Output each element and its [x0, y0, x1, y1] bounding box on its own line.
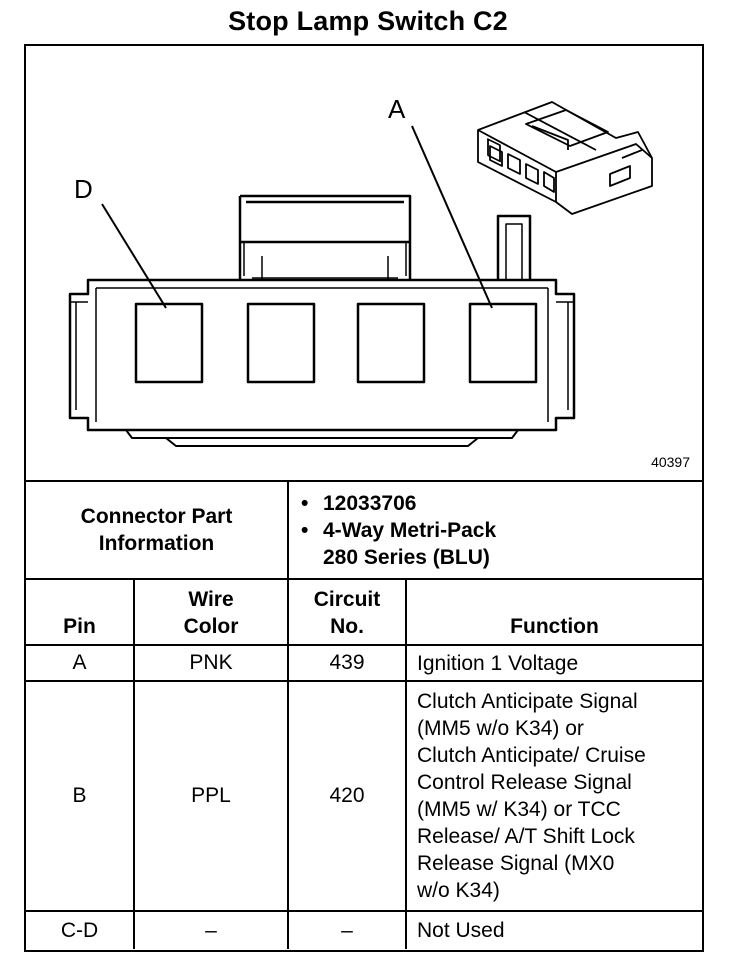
header-circuit: Circuit No. — [287, 578, 407, 646]
table-row: C-D – – Not Used — [26, 910, 702, 949]
header-wire-color: Wire Color — [133, 578, 289, 646]
function-cell: Ignition 1 Voltage — [405, 644, 702, 682]
connector-info-label: Connector Part Information — [26, 480, 289, 580]
circuit-cell: 420 — [287, 680, 407, 912]
function-cell: Not Used — [405, 910, 702, 949]
header-function: Function — [405, 578, 702, 646]
connector-drawing: A D — [68, 94, 653, 447]
pin-cell: A — [26, 644, 135, 682]
connector-thumbnail — [477, 101, 653, 215]
pinout-table: Connector Part Information 12033706 4-Wa… — [26, 480, 702, 949]
wire-color-cell: PPL — [133, 680, 289, 912]
circuit-cell: – — [287, 910, 407, 949]
pin-d-label: D — [74, 174, 93, 204]
function-cell: Clutch Anticipate Signal (MM5 w/o K34) o… — [405, 680, 702, 912]
connector-frame: A D 40397 Connector Part Information 120… — [24, 44, 704, 952]
pin-cell: C-D — [26, 910, 135, 949]
leader-a — [411, 125, 493, 309]
cavity-d — [134, 302, 204, 384]
cavity-c — [246, 302, 316, 384]
cavity-a — [468, 302, 538, 384]
cavity-b — [356, 302, 426, 384]
connector-info-values: 12033706 4-Way Metri-Pack 280 Series (BL… — [287, 480, 702, 580]
table-row: A PNK 439 Ignition 1 Voltage — [26, 644, 702, 682]
table-header-row: Pin Wire Color Circuit No. Function — [26, 578, 702, 646]
circuit-cell: 439 — [287, 644, 407, 682]
part-number: 12033706 — [301, 490, 702, 517]
leader-d — [101, 203, 167, 309]
connector-body — [68, 278, 576, 432]
latch-block — [238, 194, 412, 280]
figure-number: 40397 — [651, 454, 690, 470]
pin-a-label: A — [388, 94, 406, 124]
table-row: B PPL 420 Clutch Anticipate Signal (MM5 … — [26, 680, 702, 912]
connector-type: 4-Way Metri-Pack 280 Series (BLU) — [301, 517, 702, 571]
wire-color-cell: PNK — [133, 644, 289, 682]
connector-info-row: Connector Part Information 12033706 4-Wa… — [26, 480, 702, 580]
side-tab — [496, 214, 532, 280]
pin-cell: B — [26, 680, 135, 912]
page-title: Stop Lamp Switch C2 — [228, 6, 508, 36]
wire-color-cell: – — [133, 910, 289, 949]
connector-diagram: A D 40397 — [26, 46, 702, 480]
header-pin: Pin — [26, 578, 135, 646]
